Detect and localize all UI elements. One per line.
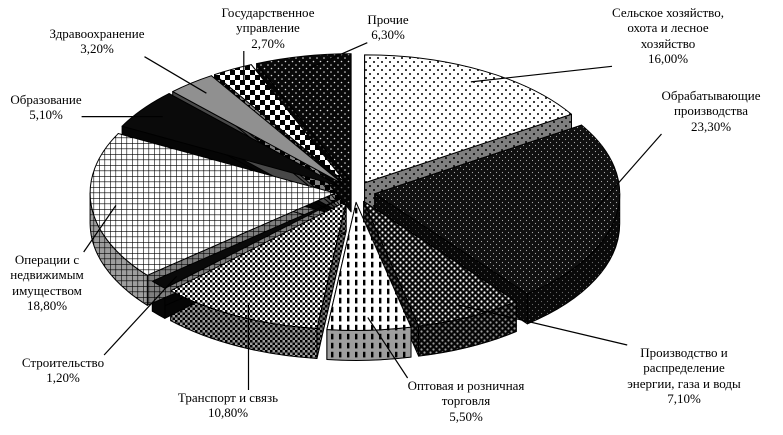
pie-slice-face <box>363 200 517 327</box>
pie-slice-face <box>374 124 621 295</box>
leader-line <box>144 56 207 94</box>
pie-slice-face <box>364 54 572 184</box>
leader-line <box>367 317 409 379</box>
pie-slice-face <box>213 64 347 184</box>
pie-slice-face <box>172 75 344 185</box>
pie-slice-face <box>170 200 347 329</box>
leader-line <box>83 205 117 253</box>
pie-slice-face <box>121 93 340 187</box>
leader-line <box>591 133 662 214</box>
leader-line <box>307 42 368 70</box>
pie-slice-face <box>256 53 352 183</box>
leader-line <box>103 275 178 356</box>
pie-slice-face <box>326 326 412 361</box>
pie-slice-top-faces <box>89 53 621 331</box>
leader-line <box>470 65 613 83</box>
pie-slice-face <box>89 133 336 276</box>
leader-lines <box>81 42 662 390</box>
leader-line <box>459 304 628 346</box>
pie-slice-face <box>326 201 412 331</box>
